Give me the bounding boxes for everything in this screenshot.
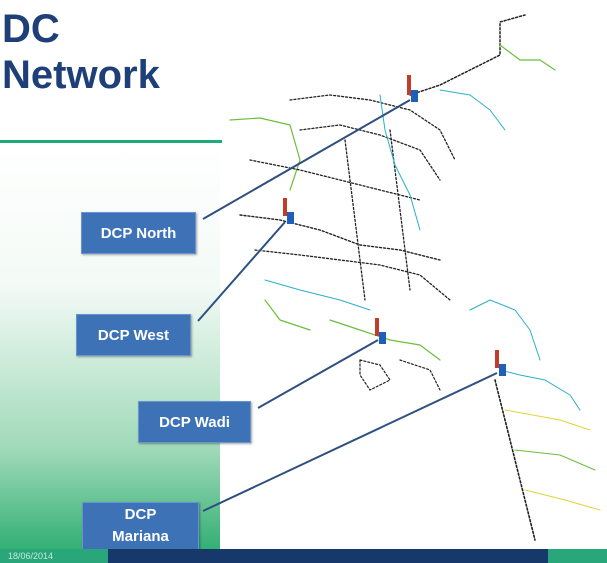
- footer-date: 18/06/2014: [8, 551, 54, 561]
- label-dcp-wadi: DCP Wadi: [138, 401, 251, 443]
- title-line-1: DC: [2, 7, 60, 51]
- page-title: DC Network: [2, 6, 160, 98]
- label-dcp-north: DCP North: [81, 212, 196, 254]
- label-dcp-mariana: DCP Mariana: [82, 502, 199, 550]
- leader-line-north: [202, 99, 411, 220]
- leader-line-west: [197, 221, 286, 322]
- label-dcp-west-text: DCP West: [97, 326, 170, 344]
- label-dcp-wadi-text: DCP Wadi: [159, 413, 230, 431]
- dcp-wadi-marker: [375, 318, 386, 344]
- network-pipes: [229, 14, 601, 541]
- dcp-west-marker: [283, 198, 294, 224]
- dcp-mariana-marker: [495, 350, 506, 376]
- leader-lines: [197, 99, 498, 512]
- title-rule: [0, 140, 222, 143]
- leader-line-wadi: [257, 339, 379, 409]
- label-dcp-north-text: DCP North: [100, 224, 177, 242]
- label-dcp-west: DCP West: [76, 314, 191, 356]
- footer-dark-bar: [108, 549, 548, 563]
- dcp-north-marker: [407, 75, 418, 102]
- label-dcp-mariana-text: DCP Mariana: [112, 506, 169, 545]
- leader-line-mariana: [202, 372, 498, 512]
- title-line-2: Network: [2, 53, 160, 97]
